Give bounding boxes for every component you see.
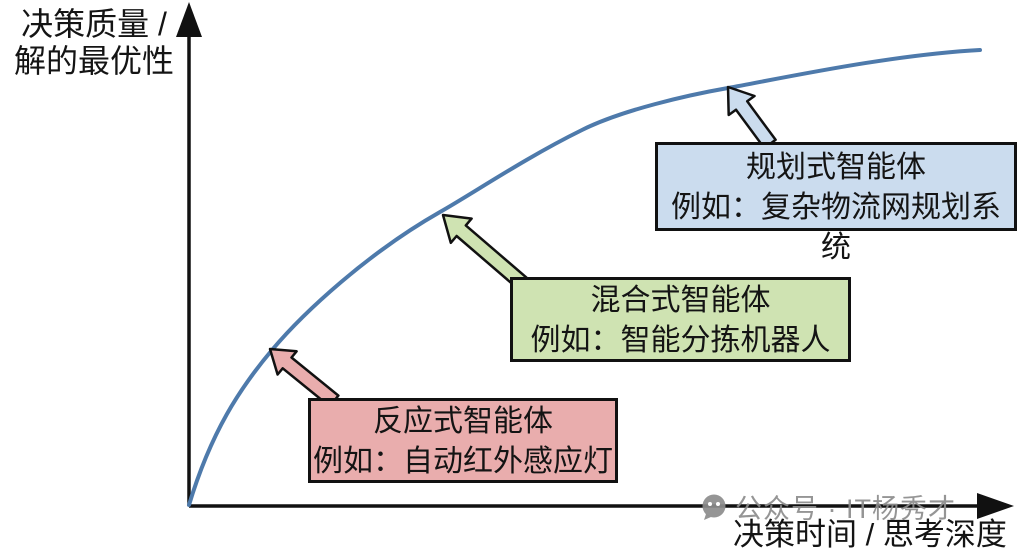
x-axis-label: 决策时间 / 思考深度 [733, 517, 1007, 552]
watermark: 公众号 · IT杨秀才 [700, 487, 956, 526]
callout-planning-agent: 规划式智能体 例如：复杂物流网规划系统 [655, 142, 1017, 264]
callout-hybrid-title: 混合式智能体 [590, 284, 771, 317]
y-axis-label: 决策质量 / 解的最优性 [6, 6, 182, 80]
performance-curve [187, 48, 982, 507]
y-axis-label-line1: 决策质量 / [21, 6, 167, 42]
wechat-icon [702, 494, 726, 520]
callout-arrow-planning [726, 85, 777, 150]
callout-planning-title: 规划式智能体 [746, 151, 926, 184]
callout-reactive-agent: 反应式智能体 例如：自动红外感应灯 [308, 398, 618, 483]
watermark-text: 公众号 · IT杨秀才 [735, 494, 956, 524]
callout-reactive-title: 反应式智能体 [373, 405, 553, 438]
y-axis-arrowhead-icon [176, 2, 202, 37]
callout-hybrid-example: 例如：智能分拣机器人 [530, 324, 831, 357]
callout-planning-example: 例如：复杂物流网规划系统 [671, 191, 1001, 264]
callout-hybrid-agent: 混合式智能体 例如：智能分拣机器人 [510, 277, 851, 362]
y-axis-label-line2: 解的最优性 [13, 43, 174, 79]
callout-arrow-hybrid [441, 213, 528, 290]
callout-reactive-example: 例如：自动红外感应灯 [313, 445, 613, 478]
x-axis-arrowhead-icon [977, 493, 1014, 519]
